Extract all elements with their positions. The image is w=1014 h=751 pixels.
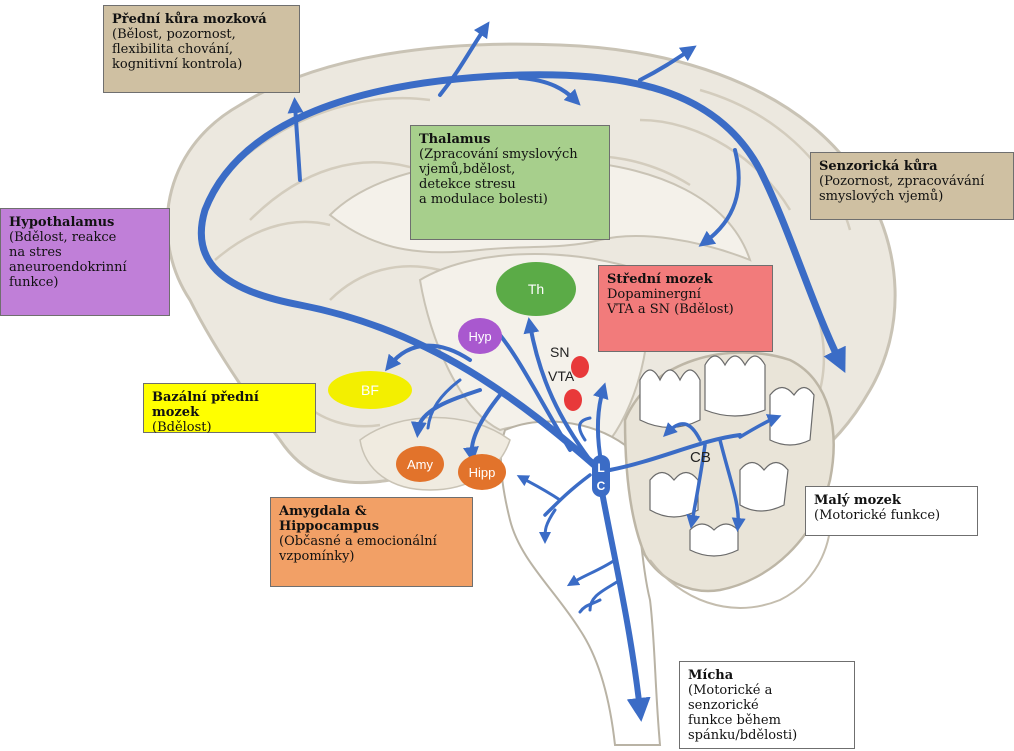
basal-desc: (Bdělost) [152, 420, 212, 435]
prefrontal-desc: (Bělost, pozornost, flexibilita chování,… [112, 27, 243, 72]
amy-node [396, 446, 444, 482]
hypothalamus-box: Hypothalamus (Bdělost, reakce na stres a… [0, 208, 170, 316]
hyp-node [458, 318, 502, 354]
amy-label: Amy [407, 457, 434, 472]
cerebellum-desc: (Motorické funkce) [814, 508, 941, 523]
hypothalamus-desc: (Bdělost, reakce na stres aneuroendokrin… [9, 230, 127, 290]
basal-title: Bazální přední mozek [152, 390, 259, 420]
cerebellum-title: Malý mozek [814, 493, 901, 508]
spinal-box: Mícha (Motorické a senzorické funkce běh… [679, 661, 855, 749]
midbrain-title: Střední mozek [607, 272, 713, 287]
sensory-title: Senzorická kůra [819, 159, 938, 174]
vta-node [564, 389, 582, 411]
prefrontal-box: Přední kůra mozková (Bělost, pozornost, … [103, 5, 300, 93]
cb-label: CB [690, 449, 711, 466]
spinal-title: Mícha [688, 668, 734, 683]
hyp-label: Hyp [468, 329, 491, 344]
th-node [496, 262, 576, 316]
lc-node [592, 455, 610, 497]
amygdala-box: Amygdala & Hippocampus (Občasné a emocio… [270, 497, 473, 587]
hipp-label: Hipp [469, 465, 496, 480]
thalamus-title: Thalamus [419, 132, 491, 147]
hipp-node [458, 454, 506, 490]
sn-node [571, 356, 589, 378]
prefrontal-title: Přední kůra mozková [112, 12, 267, 27]
cerebellum-folia [639, 355, 815, 557]
midbrain-box: Střední mozek Dopaminergní VTA a SN (Bdě… [598, 265, 773, 352]
amygdala-title: Amygdala & Hippocampus [279, 504, 380, 534]
thalamus-desc: (Zpracování smyslových vjemů,bdělost, de… [419, 147, 578, 207]
sn-label: SN [550, 344, 569, 360]
sensory-desc: (Pozornost, zpracovávání smyslových vjem… [819, 174, 985, 204]
amygdala-desc: (Občasné a emocionální vzpomínky) [279, 534, 437, 564]
bf-label: BF [361, 382, 379, 398]
cerebellum-box: Malý mozek (Motorické funkce) [805, 486, 978, 536]
th-label: Th [528, 281, 544, 297]
bf-node [328, 371, 412, 409]
sensory-box: Senzorická kůra (Pozornost, zpracovávání… [810, 152, 1014, 220]
pathway-arrows [197, 21, 846, 722]
vta-label: VTA [548, 368, 575, 384]
hypothalamus-title: Hypothalamus [9, 215, 115, 230]
lc-label-l: L [597, 461, 604, 475]
spinal-desc: (Motorické a senzorické funkce během spá… [688, 683, 798, 743]
basal-box: Bazální přední mozek (Bdělost) [143, 383, 316, 435]
thalamus-box: Thalamus (Zpracování smyslových vjemů,bd… [410, 125, 610, 240]
midbrain-desc: Dopaminergní VTA a SN (Bdělost) [607, 287, 734, 317]
cerebellum-lower [649, 499, 832, 609]
lc-label-c: C [597, 479, 606, 493]
